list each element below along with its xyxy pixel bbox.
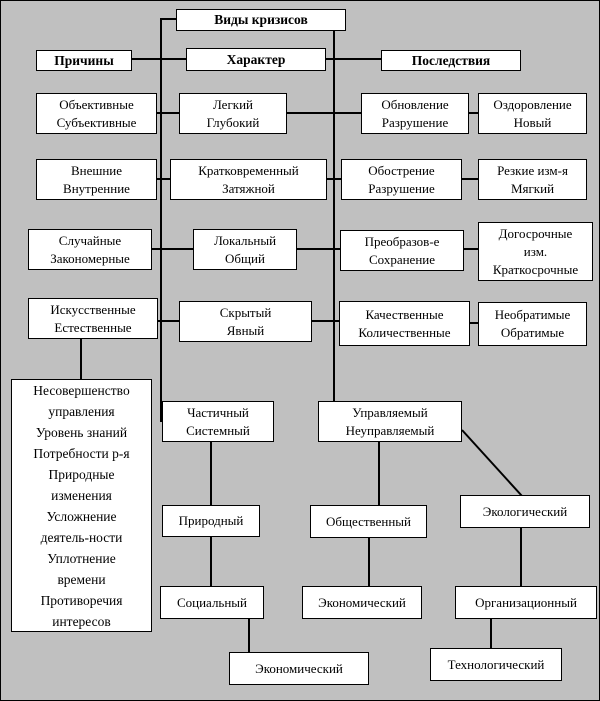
connector-line-managed-public <box>378 442 380 506</box>
connector-line-row2-e <box>462 178 478 180</box>
node-longterm-shortterm: Догосрочные изм. Краткосрочные <box>478 222 593 281</box>
connector-line-row3-e <box>464 248 478 250</box>
node-technological: Технологический <box>430 648 562 681</box>
connector-line-row2-c <box>327 178 334 180</box>
connector-line-row1-d <box>334 112 361 114</box>
connector-line-causes-character <box>132 58 186 60</box>
connector-line-row2-d <box>334 178 341 180</box>
connector-line-public-economic <box>368 538 370 586</box>
connector-line-row3-b <box>160 248 193 250</box>
connector-line-social-economic <box>248 619 250 653</box>
node-ecological: Экологический <box>460 495 590 528</box>
node-artificial-natural: Искусственные Естественные <box>28 298 158 339</box>
node-sharp-mild: Резкие изм-я Мягкий <box>478 159 587 200</box>
node-renewal-destruction: Обновление Разрушение <box>361 93 469 134</box>
connector-line-row1-e <box>469 112 478 114</box>
connector-line-ecological-organizational <box>520 528 522 586</box>
connector-line-row1-c <box>287 112 334 114</box>
node-external-internal: Внешние Внутренние <box>36 159 157 200</box>
connector-line-row4-e <box>470 322 478 324</box>
node-character: Характер <box>186 48 326 71</box>
connector-line-row2-b <box>160 178 172 180</box>
node-irreversible-reversible: Необратимые Обратимые <box>478 302 587 346</box>
connector-line-partial-natural <box>210 442 212 506</box>
node-short-prolonged: Кратковременный Затяжной <box>170 159 327 200</box>
connector-line-row4-d <box>334 320 339 322</box>
node-objective-subjective: Объективные Субъективные <box>36 93 157 134</box>
connector-line-row1-a <box>157 112 162 114</box>
node-qualitative-quantitative: Качественные Количественные <box>339 301 470 346</box>
node-economic-middle: Экономический <box>302 586 422 619</box>
connector-line-row1-b <box>160 112 179 114</box>
connector-line-left-trunk <box>160 18 162 422</box>
connector-line-row3-d <box>334 248 340 250</box>
connector-line-right-trunk <box>333 30 335 402</box>
connector-line-natural-social <box>210 537 212 586</box>
node-crisis-types-title: Виды кризисов <box>176 9 346 31</box>
node-public: Общественный <box>310 505 427 538</box>
node-organizational: Организационный <box>455 586 597 619</box>
node-recovery-new: Оздоровление Новый <box>478 93 587 134</box>
connector-line-row3-c <box>297 248 334 250</box>
node-partial-systemic: Частичный Системный <box>162 401 274 442</box>
node-consequences: Последствия <box>381 50 521 71</box>
node-local-general: Локальный Общий <box>193 229 297 270</box>
node-natural: Природный <box>162 505 260 537</box>
node-transformation-preservation: Преобразов-е Сохранение <box>340 230 464 271</box>
connector-line-artificial-list <box>80 339 82 379</box>
node-causes: Причины <box>36 50 132 71</box>
node-hidden-evident: Скрытый Явный <box>179 301 312 342</box>
node-aggravation-destruction: Обострение Разрушение <box>341 159 462 200</box>
node-social: Социальный <box>160 586 264 619</box>
node-causes-list: Несовершенство управления Уровень знаний… <box>11 379 152 632</box>
connector-line-row4-c <box>312 320 334 322</box>
node-managed-unmanaged: Управляемый Неуправляемый <box>318 401 462 442</box>
connector-line-row4-b <box>160 320 179 322</box>
connector-line-row2-a <box>157 178 162 180</box>
node-light-deep: Легкий Глубокий <box>179 93 287 134</box>
connector-line-row3-a <box>152 248 162 250</box>
connector-line-character-consequences <box>326 58 381 60</box>
connector-line-title-stub <box>160 18 178 20</box>
connector-line-organizational-technological <box>490 619 492 648</box>
node-economic-bottom-center: Экономический <box>229 652 369 685</box>
node-random-regular: Случайные Закономерные <box>28 229 152 270</box>
